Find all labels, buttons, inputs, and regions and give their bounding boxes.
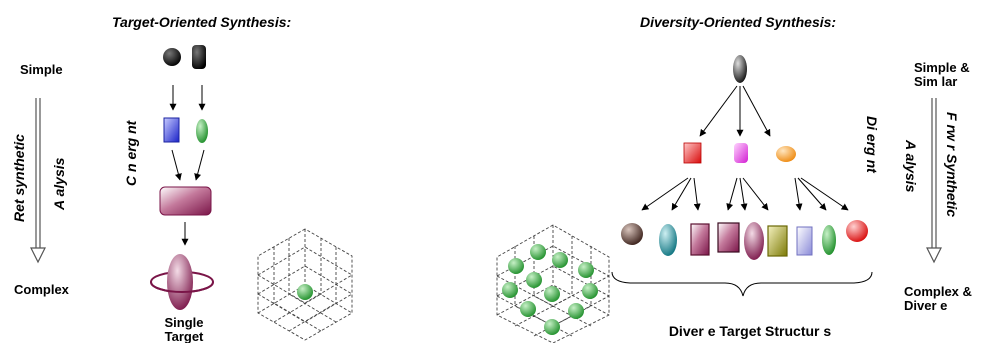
- maroon-product-rect: [690, 223, 710, 256]
- complex-label: Complex: [14, 282, 70, 297]
- simple-similar-line2: Sim lar: [914, 74, 957, 89]
- simple-label: Simple: [20, 62, 63, 77]
- analysis-text-right: A alysis: [903, 139, 919, 193]
- blue-intermediate: [163, 117, 180, 143]
- teal-product-ellipse: [659, 224, 677, 256]
- green-intermediate: [196, 119, 208, 143]
- lavender-product-rect: [796, 226, 813, 256]
- brown-product-sphere: [621, 223, 643, 245]
- retrosynthetic-text: Ret synthetic: [11, 134, 27, 222]
- black-capsule-start: [192, 45, 206, 69]
- diverse-target-balls: [502, 244, 598, 335]
- red-product-sphere: [846, 220, 868, 242]
- maroon-product-ellipse: [744, 222, 764, 260]
- complex-diverse-line2: Diver e: [904, 298, 947, 313]
- target-label: Target: [165, 329, 204, 343]
- arrow-to-orange: [742, 85, 771, 137]
- retrosynthetic-double-arrow: [30, 98, 46, 264]
- diverse-structures-label: Diver e Target Structur s: [669, 323, 832, 339]
- orange-intermediate: [776, 146, 796, 162]
- red-intermediate: [683, 142, 702, 164]
- single-label: Single: [164, 315, 203, 330]
- olive-product-rect: [767, 225, 788, 257]
- divergent-arrows: [641, 177, 849, 211]
- gray-start-ellipse: [733, 55, 747, 83]
- analysis-text-left: A alysis: [51, 157, 67, 211]
- maroon-product-block: [159, 186, 212, 216]
- arrow-green-to-product: [194, 149, 205, 181]
- single-target-ball: [297, 284, 313, 300]
- convergent-text: C n erg nt: [123, 119, 139, 186]
- arrow-to-red: [699, 85, 738, 137]
- tos-title: Target-Oriented Synthesis:: [112, 14, 291, 30]
- dos-title: Diversity-Oriented Synthesis:: [640, 14, 836, 30]
- forward-synthetic-double-arrow: [926, 98, 942, 264]
- arrow-blue-to-product: [171, 149, 182, 181]
- single-target-shape: [150, 254, 214, 310]
- dark-maroon-product-rect: [717, 222, 740, 253]
- green-product-ellipse: [822, 225, 836, 255]
- complex-diverse-line1: Complex &: [904, 284, 972, 299]
- curly-brace: [611, 271, 873, 297]
- divergent-text: Di erg nt: [864, 116, 880, 174]
- black-sphere-start: [163, 48, 181, 66]
- simple-similar-line1: Simple &: [914, 60, 970, 75]
- forward-synthetic-text: F rw r Synthetic: [944, 112, 960, 217]
- magenta-intermediate: [734, 143, 748, 163]
